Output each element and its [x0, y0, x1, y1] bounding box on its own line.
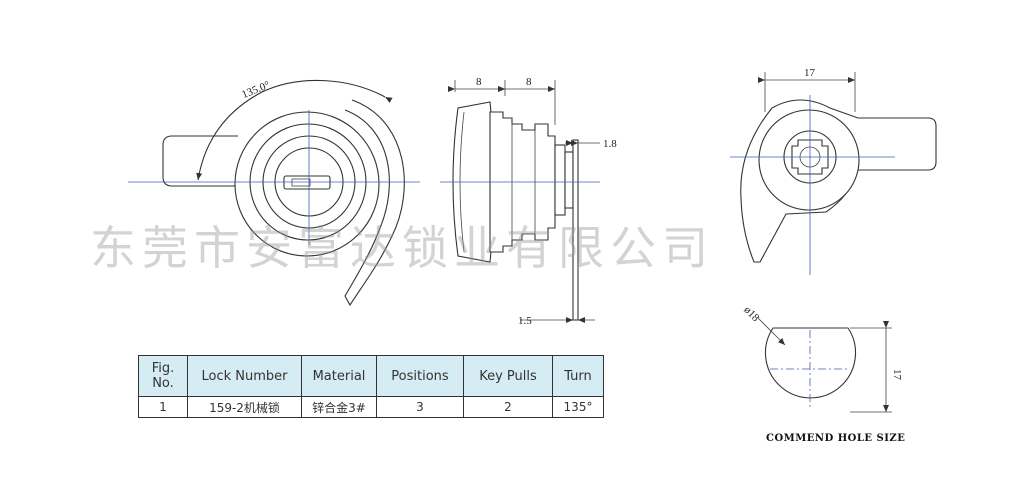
hole-dim-height: 17: [891, 369, 903, 381]
side-nut: [554, 144, 566, 216]
side-dim-top: 1.8: [603, 138, 617, 150]
rear-dim-width: 17: [804, 67, 816, 79]
cell-turn: 135°: [552, 396, 604, 418]
front-angle-arc: [196, 79, 393, 181]
side-washer: [564, 151, 574, 209]
cell-key-pulls: 2: [463, 396, 553, 418]
header-material: Material: [301, 355, 377, 397]
side-view: 8 8 1.8 1.5: [440, 76, 617, 327]
front-view: 135.0°: [128, 79, 420, 307]
cell-lock-number: 159-2机械锁: [187, 396, 302, 418]
header-key-pulls: Key Pulls: [463, 355, 553, 397]
hole-view: ø18 17: [741, 304, 903, 413]
cell-material: 锌合金3#: [301, 396, 377, 418]
cell-positions: 3: [376, 396, 464, 418]
spec-table-header-row: Fig. No. Lock Number Material Positions …: [138, 355, 604, 397]
hole-size-caption: COMMEND HOLE SIZE: [766, 433, 906, 444]
side-dim-b: 8: [526, 76, 532, 88]
spec-table-row: 1 159-2机械锁 锌合金3# 3 2 135°: [138, 396, 604, 418]
header-fig-no: Fig. No.: [138, 355, 188, 397]
header-positions: Positions: [376, 355, 464, 397]
front-angle-label: 135.0°: [240, 79, 272, 101]
header-turn: Turn: [552, 355, 604, 397]
side-dim-bottom: 1.5: [518, 315, 532, 327]
cell-fig-no: 1: [138, 396, 188, 418]
hole-outline: [764, 327, 857, 399]
side-dim-a: 8: [476, 76, 482, 88]
front-cam-lever: [162, 135, 238, 187]
hole-dim-diameter: ø18: [741, 304, 762, 325]
rear-view: 17: [730, 67, 937, 275]
spec-table: Fig. No. Lock Number Material Positions …: [138, 355, 604, 418]
header-lock-number: Lock Number: [187, 355, 302, 397]
company-watermark: 东莞市安富达锁业有限公司: [90, 221, 714, 275]
